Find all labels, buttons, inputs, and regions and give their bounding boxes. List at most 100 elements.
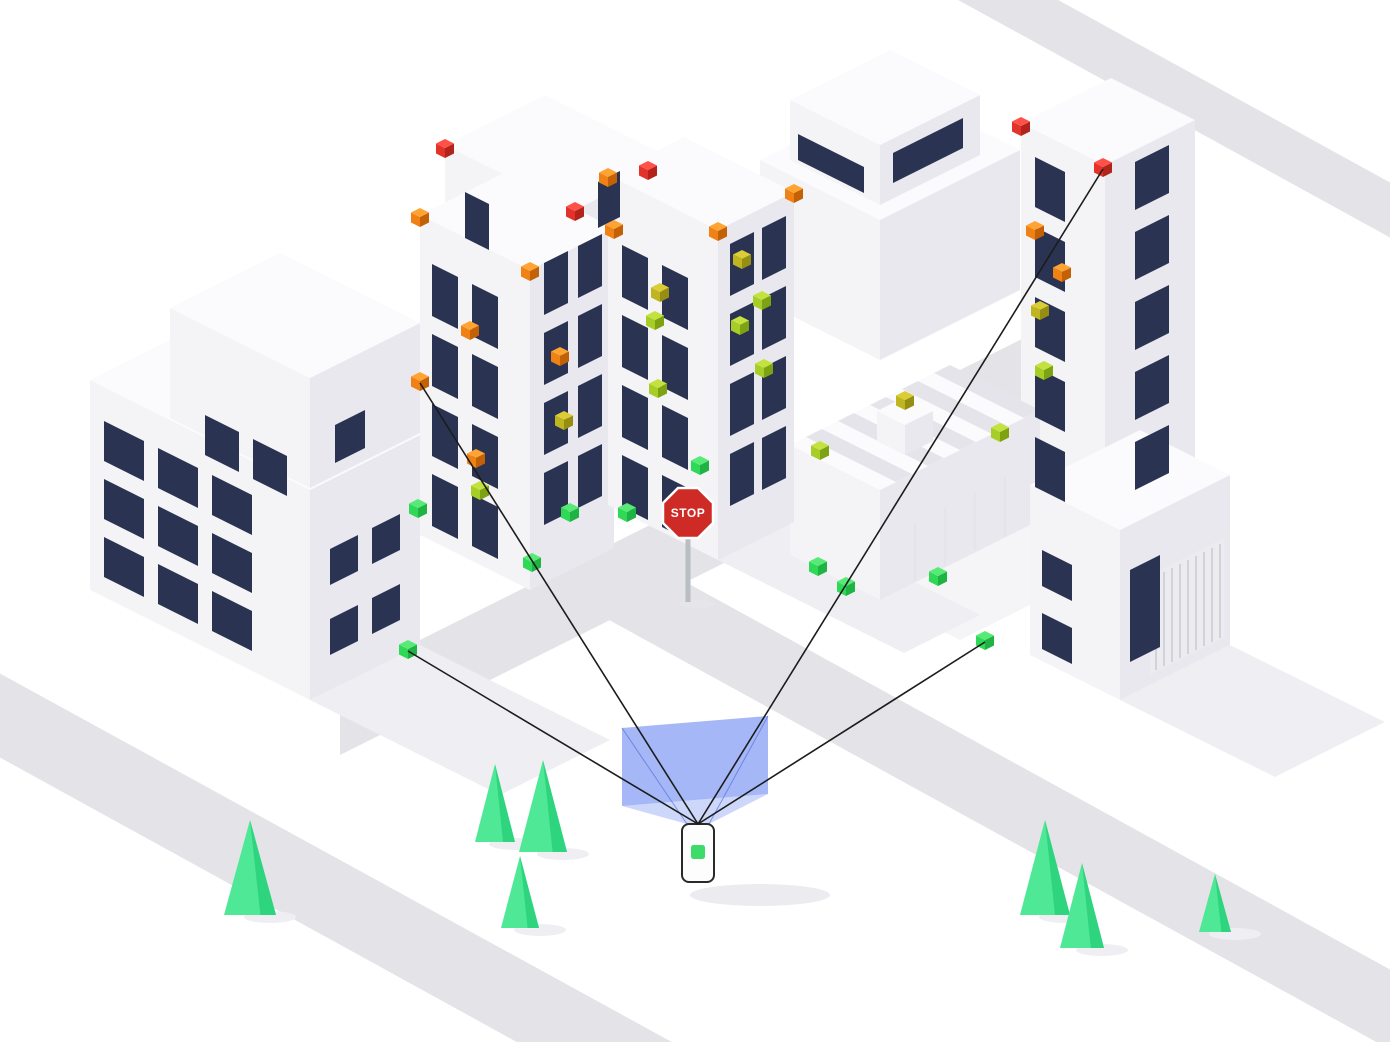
road-bottom-left	[0, 673, 672, 1042]
window	[1042, 550, 1072, 601]
cube-left-face	[646, 315, 655, 330]
window	[762, 216, 786, 280]
tree	[519, 760, 589, 860]
cube-right-face	[905, 395, 914, 410]
anchor-cube-lime	[755, 359, 773, 378]
road-front-right	[520, 491, 1390, 1042]
tree-cone-shade	[520, 856, 539, 928]
anchor-cube-lime	[649, 379, 667, 398]
window	[472, 494, 498, 559]
cube-left-face	[691, 460, 700, 475]
anchor-cube-red	[639, 161, 657, 180]
cube-top-face	[976, 631, 994, 640]
shadow-left-building	[310, 645, 610, 795]
anchor-cube-orange	[411, 372, 429, 391]
cube-left-face	[896, 395, 905, 410]
anchor-cube-green	[837, 577, 855, 596]
cube-top-face	[709, 222, 727, 231]
window	[798, 134, 864, 193]
cube-right-face	[718, 226, 727, 241]
cube-top-face	[731, 316, 749, 325]
tree	[1060, 863, 1128, 956]
window	[1135, 285, 1169, 350]
window	[578, 234, 602, 298]
cube-left-face	[709, 226, 718, 241]
cube-top-face	[755, 359, 773, 368]
sightline	[697, 641, 986, 825]
anchor-cube-orange	[461, 321, 479, 340]
anchor-cube-lime	[731, 316, 749, 335]
window	[104, 537, 144, 597]
layer-sightlines	[407, 168, 1104, 825]
stop-sign-shadow	[679, 599, 715, 609]
cube-top-face	[411, 208, 429, 217]
cube-top-face	[399, 640, 417, 649]
tree-cone-shade	[1082, 863, 1104, 948]
cube-right-face	[762, 295, 771, 310]
cube-left-face	[1035, 365, 1044, 380]
cube-top-face	[809, 557, 827, 566]
cube-top-face	[467, 449, 485, 458]
cube-left-face	[461, 325, 470, 340]
window	[158, 506, 198, 566]
cube-left-face	[566, 206, 575, 221]
anchor-cube-green	[929, 567, 947, 586]
cube-right-face	[1035, 225, 1044, 240]
back-building-penthouse-roof	[790, 50, 980, 145]
cube-right-face	[820, 445, 829, 460]
cube-right-face	[420, 212, 429, 227]
cube-top-face	[551, 347, 569, 356]
cube-right-face	[627, 507, 636, 522]
left-building-upper-left-face	[170, 308, 310, 488]
cube-top-face	[555, 411, 573, 420]
window	[893, 118, 963, 183]
window	[158, 448, 198, 508]
cube-top-face	[785, 184, 803, 193]
window	[1135, 215, 1169, 280]
anchor-cube-green	[399, 640, 417, 659]
anchor-cube-lime	[811, 441, 829, 460]
cube-right-face	[1021, 121, 1030, 136]
cube-left-face	[649, 383, 658, 398]
cube-left-face	[755, 363, 764, 378]
cube-top-face	[521, 262, 539, 271]
window	[104, 479, 144, 539]
stop-sign: STOP	[661, 486, 715, 609]
cube-right-face	[648, 165, 657, 180]
cube-left-face	[809, 561, 818, 576]
window	[205, 415, 239, 472]
anchor-cube-olive	[896, 391, 914, 410]
market-roof-box-roof	[877, 397, 933, 425]
cube-top-face	[639, 161, 657, 170]
window	[372, 514, 400, 564]
cube-right-face	[742, 254, 751, 269]
window	[662, 265, 688, 330]
anchor-cube-lime	[753, 291, 771, 310]
cube-right-face	[608, 172, 617, 187]
window	[622, 385, 648, 450]
anchor-cube-olive	[555, 411, 573, 430]
cube-right-face	[575, 206, 584, 221]
window	[1130, 555, 1160, 662]
tree	[1199, 874, 1261, 940]
stop-sign-pole	[685, 536, 691, 602]
anchor-cube-olive	[1031, 301, 1049, 320]
anchor-cube-orange	[1026, 221, 1044, 240]
cube-top-face	[618, 503, 636, 512]
layer-anchor-cubes	[399, 117, 1112, 659]
window	[762, 426, 786, 490]
cube-top-face	[605, 220, 623, 229]
anchor-cube-olive	[651, 283, 669, 302]
window	[622, 315, 648, 380]
anchor-cube-orange	[551, 347, 569, 366]
cube-right-face	[1062, 267, 1071, 282]
cube-left-face	[753, 295, 762, 310]
cube-left-face	[1026, 225, 1035, 240]
window	[1035, 367, 1065, 432]
anchor-cube-green	[523, 553, 541, 572]
window	[1135, 145, 1169, 210]
market-roof-box-right-face	[905, 411, 933, 455]
window	[465, 192, 489, 250]
tree-cone-shade	[495, 764, 515, 842]
